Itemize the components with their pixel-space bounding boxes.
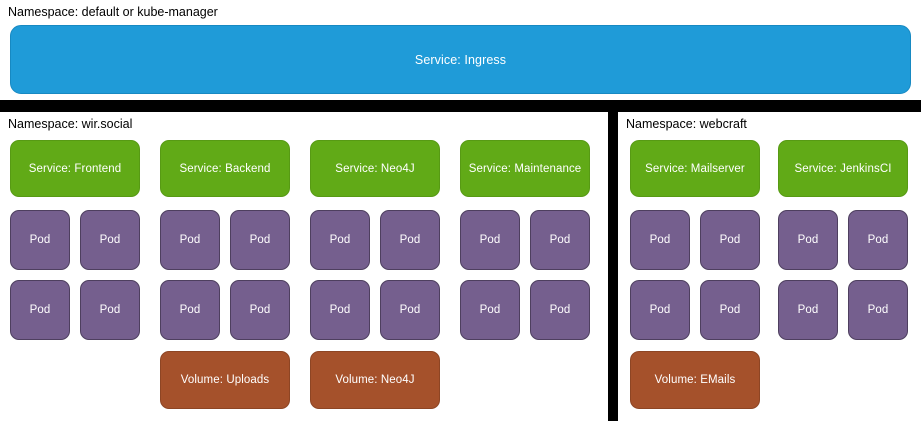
pod-label: Pod	[549, 304, 571, 316]
pod-label: Pod	[399, 304, 421, 316]
pod[interactable]: Pod	[530, 210, 590, 270]
pod-label: Pod	[29, 234, 51, 246]
pod[interactable]: Pod	[380, 210, 440, 270]
pod[interactable]: Pod	[778, 280, 838, 340]
service-mailserver[interactable]: Service: Mailserver	[630, 140, 760, 197]
pod[interactable]: Pod	[80, 210, 140, 270]
pod-label: Pod	[399, 234, 421, 246]
pod-label: Pod	[649, 234, 671, 246]
pod[interactable]: Pod	[160, 210, 220, 270]
pod[interactable]: Pod	[380, 280, 440, 340]
service-ingress[interactable]: Service: Ingress	[10, 25, 911, 94]
pod-label: Pod	[649, 304, 671, 316]
volume-neo4j[interactable]: Volume: Neo4J	[310, 351, 440, 409]
service-jenkinsci[interactable]: Service: JenkinsCI	[778, 140, 908, 197]
pod-label: Pod	[797, 234, 819, 246]
pod[interactable]: Pod	[848, 280, 908, 340]
pod[interactable]: Pod	[230, 210, 290, 270]
pod[interactable]: Pod	[700, 210, 760, 270]
pod-label: Pod	[719, 234, 741, 246]
service-maintenance[interactable]: Service: Maintenance	[460, 140, 590, 197]
service-backend[interactable]: Service: Backend	[160, 140, 290, 197]
service-label: Service: Frontend	[28, 162, 122, 175]
service-ingress-label: Service: Ingress	[414, 52, 507, 67]
volume-label: Volume: Uploads	[180, 374, 270, 386]
namespace-panel-default: Namespace: default or kube-manager Servi…	[0, 0, 921, 100]
pod[interactable]: Pod	[460, 280, 520, 340]
service-label: Service: JenkinsCI	[794, 162, 892, 175]
service-label: Service: Backend	[179, 162, 271, 175]
pod[interactable]: Pod	[310, 280, 370, 340]
pod[interactable]: Pod	[80, 280, 140, 340]
namespace-label-default: Namespace: default or kube-manager	[8, 5, 218, 19]
volume-label: Volume: EMails	[654, 374, 736, 386]
pod-label: Pod	[249, 234, 271, 246]
pod-label: Pod	[179, 304, 201, 316]
pod[interactable]: Pod	[630, 210, 690, 270]
volume-uploads[interactable]: Volume: Uploads	[160, 351, 290, 409]
pod-label: Pod	[797, 304, 819, 316]
pod[interactable]: Pod	[700, 280, 760, 340]
volume-emails[interactable]: Volume: EMails	[630, 351, 760, 409]
pod-label: Pod	[99, 234, 121, 246]
service-frontend[interactable]: Service: Frontend	[10, 140, 140, 197]
pod[interactable]: Pod	[630, 280, 690, 340]
service-label: Service: Maintenance	[468, 162, 582, 175]
pod-label: Pod	[329, 304, 351, 316]
pod-label: Pod	[249, 304, 271, 316]
pod[interactable]: Pod	[160, 280, 220, 340]
pod[interactable]: Pod	[230, 280, 290, 340]
pod-label: Pod	[29, 304, 51, 316]
pod[interactable]: Pod	[10, 280, 70, 340]
namespace-label-wir-social: Namespace: wir.social	[8, 117, 133, 131]
service-label: Service: Mailserver	[645, 162, 745, 175]
pod-label: Pod	[479, 304, 501, 316]
pod[interactable]: Pod	[778, 210, 838, 270]
volume-label: Volume: Neo4J	[335, 374, 415, 386]
pod[interactable]: Pod	[460, 210, 520, 270]
pod-label: Pod	[549, 234, 571, 246]
service-neo4j[interactable]: Service: Neo4J	[310, 140, 440, 197]
pod[interactable]: Pod	[848, 210, 908, 270]
service-label: Service: Neo4J	[335, 162, 415, 175]
namespace-label-webcraft: Namespace: webcraft	[626, 117, 747, 131]
pod-label: Pod	[99, 304, 121, 316]
pod-label: Pod	[719, 304, 741, 316]
pod-label: Pod	[179, 234, 201, 246]
pod-label: Pod	[867, 304, 889, 316]
pod-label: Pod	[479, 234, 501, 246]
pod[interactable]: Pod	[530, 280, 590, 340]
pod-label: Pod	[329, 234, 351, 246]
pod-label: Pod	[867, 234, 889, 246]
pod[interactable]: Pod	[310, 210, 370, 270]
pod[interactable]: Pod	[10, 210, 70, 270]
